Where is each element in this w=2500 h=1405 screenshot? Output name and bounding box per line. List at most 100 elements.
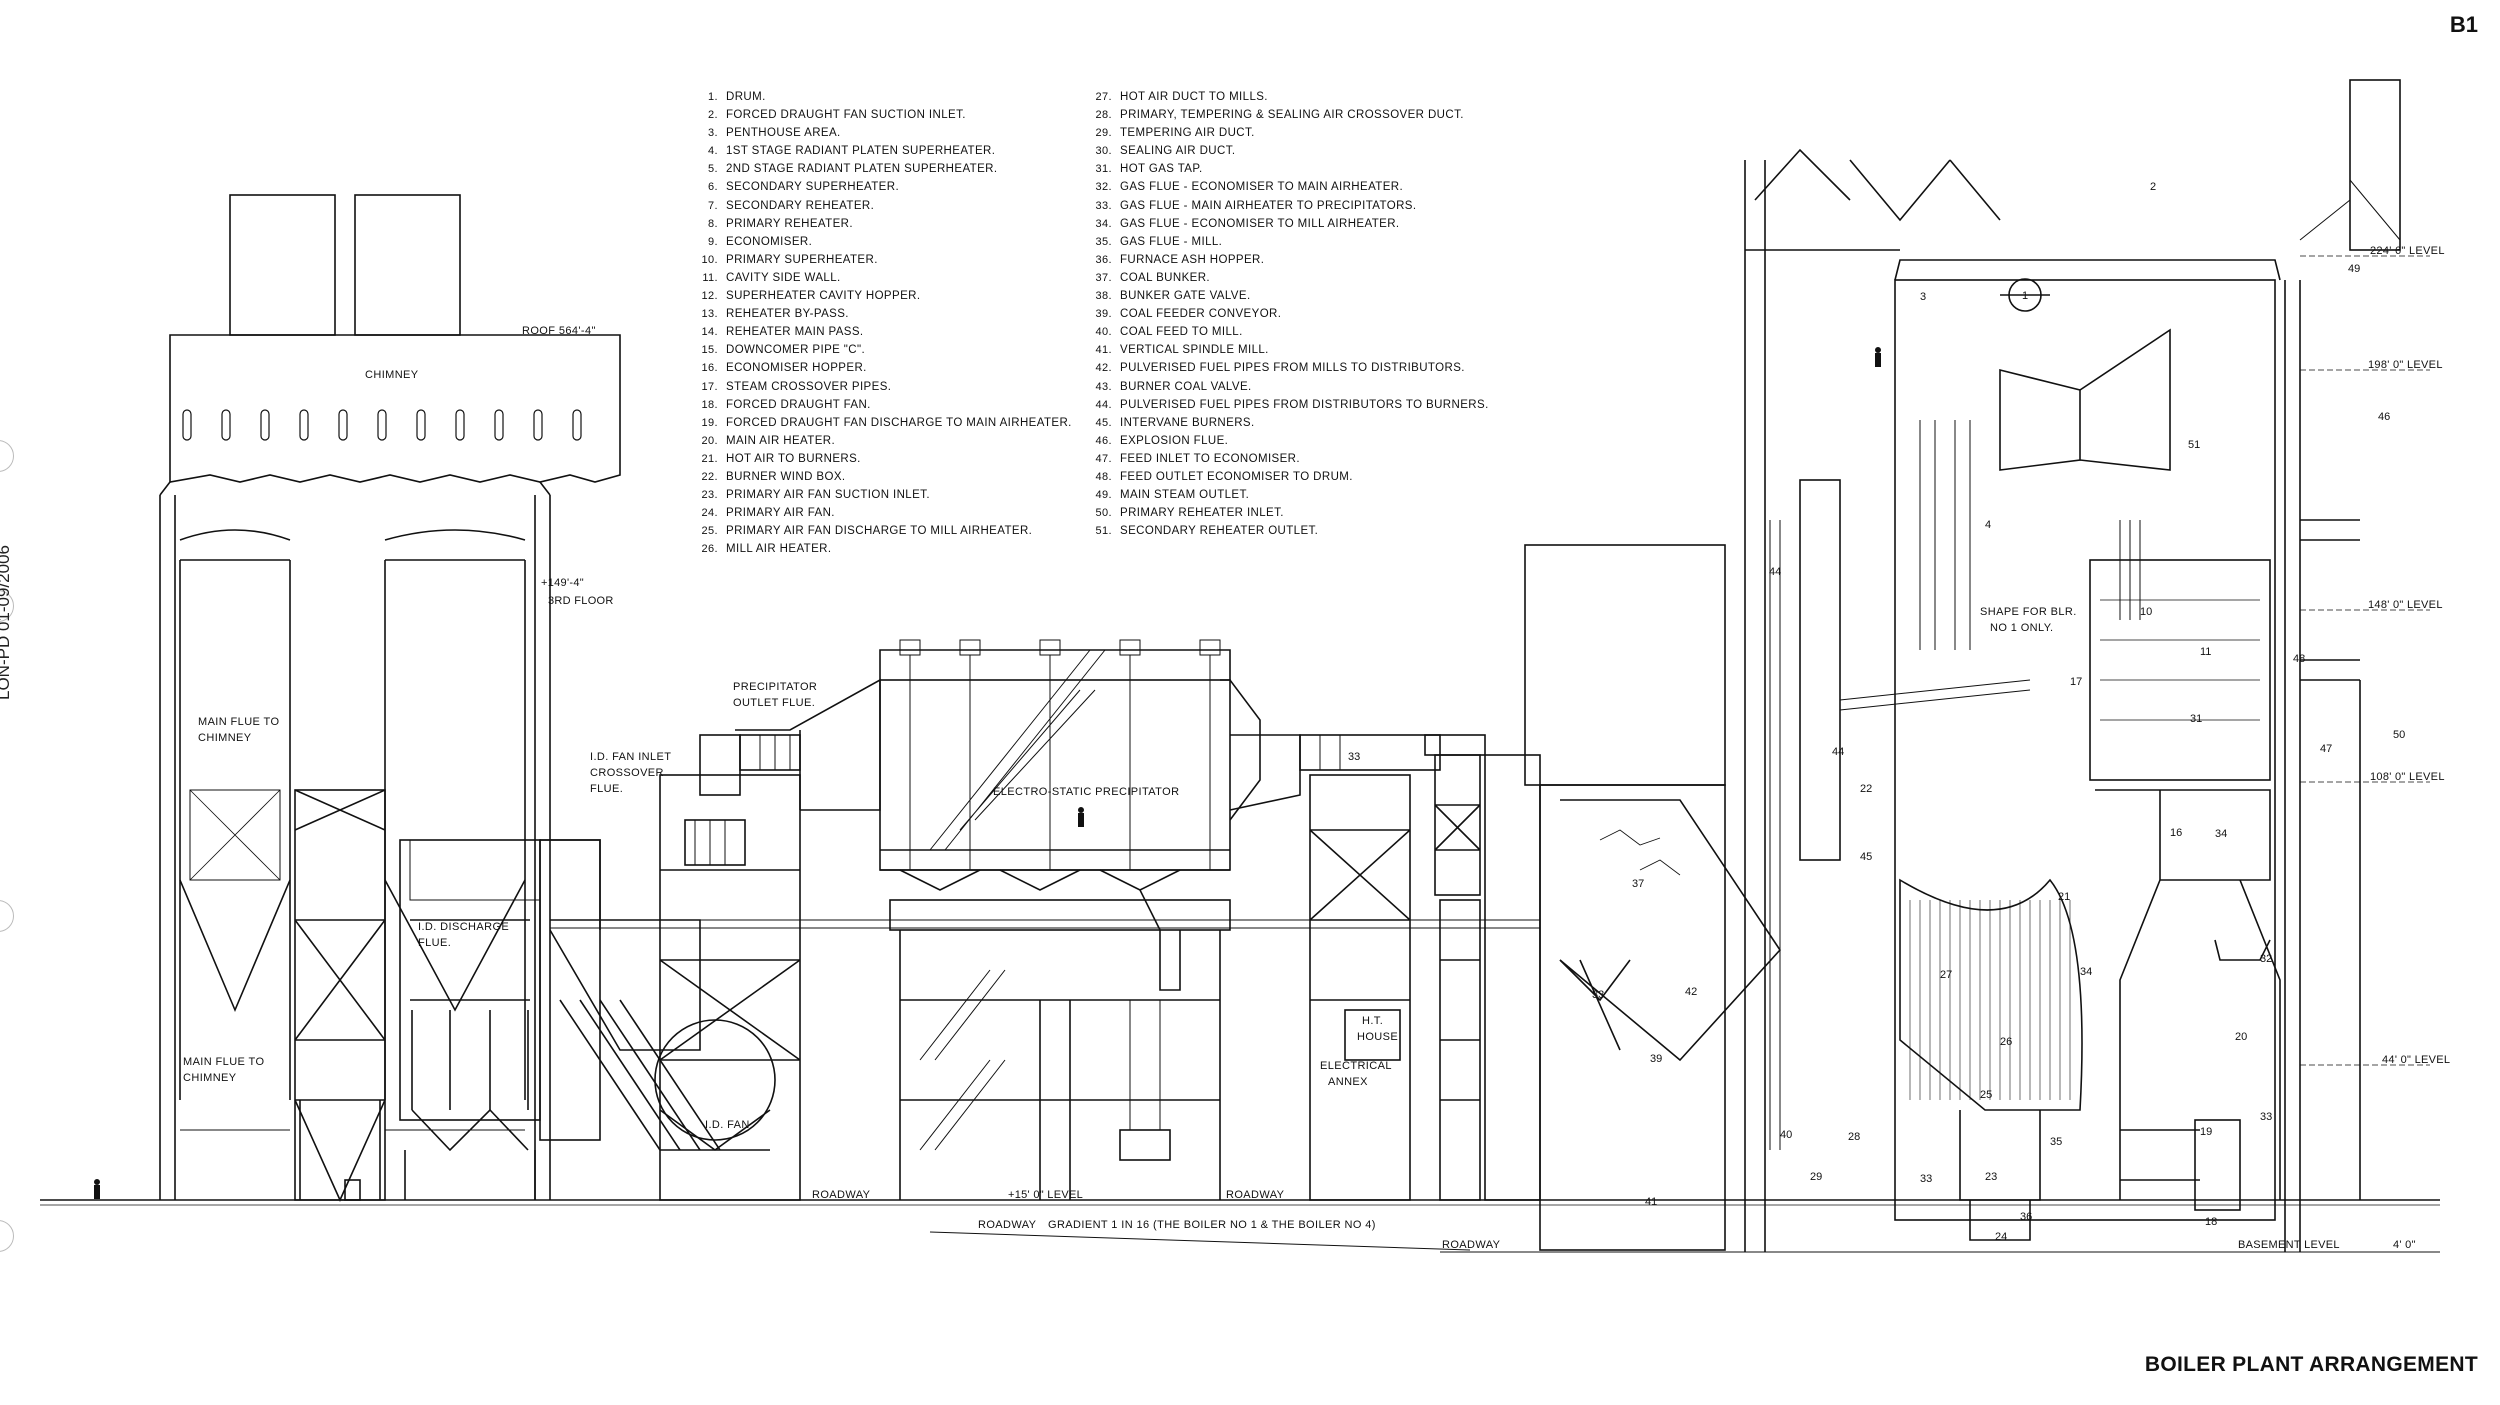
legend-item-number: 49. (1095, 489, 1112, 502)
id-discharge-label-2: FLUE. (418, 937, 451, 949)
roadway-label-1: ROADWAY (812, 1189, 871, 1201)
legend-item-number: 36. (1095, 253, 1112, 266)
svg-text:50: 50 (2393, 729, 2405, 741)
legend-item-number: 1. (708, 91, 718, 103)
legend-item: 28.PRIMARY, TEMPERING & SEALING AIR CROS… (1090, 106, 1489, 124)
svg-text:24: 24 (1995, 1231, 2007, 1243)
legend-item: 12. SUPERHEATER CAVITY HOPPER. (696, 287, 1072, 305)
id-fan-inlet-label: I.D. FAN INLET (590, 751, 671, 763)
legend-item-number: 3. (708, 127, 718, 140)
legend-item-number: 42. (1095, 362, 1112, 375)
legend-item: 1. DRUM. (696, 88, 1072, 106)
legend-item: 13.REHEATER BY-PASS. (696, 305, 1072, 323)
svg-text:33: 33 (1348, 751, 1360, 763)
legend-item-text: FORCED DRAUGHT FAN SUCTION INLET. (726, 109, 966, 122)
precipitator-outlet-label: PRECIPITATOR (733, 681, 817, 693)
legend-column-left: 1. DRUM. 2. FORCED DRAUGHT FAN SUCTION INLE… (696, 88, 1072, 558)
legend-item-text: FORCED DRAUGHT FAN DISCHARGE TO MAIN AIR… (726, 416, 1072, 429)
legend-item-number: 12. (701, 290, 718, 303)
legend-item: 37.COAL BUNKER. (1090, 269, 1489, 287)
legend-item-number: 31. (1095, 163, 1112, 176)
legend-item: 32.GAS FLUE - ECONOMISER TO MAIN AIRHEAT… (1090, 178, 1489, 196)
roadway-label-2: ROADWAY (1226, 1189, 1285, 1201)
legend-item-number: 33. (1095, 199, 1112, 212)
main-flue-lower-label: MAIN FLUE TO (183, 1056, 264, 1068)
svg-text:37: 37 (1632, 878, 1644, 890)
legend-item: 31.HOT GAS TAP. (1090, 160, 1489, 178)
legend-item: 21.HOT AIR TO BURNERS. (696, 450, 1072, 468)
legend-item: 35.GAS FLUE - MILL. (1090, 233, 1489, 251)
svg-text:36: 36 (2020, 1211, 2032, 1223)
chimney (159, 194, 621, 1201)
svg-text:47: 47 (2320, 743, 2332, 755)
legend-item-text: CAVITY SIDE WALL. (726, 271, 841, 284)
main-flue-upper-label-2: CHIMNEY (198, 732, 252, 744)
svg-text:26: 26 (2000, 1036, 2012, 1048)
shape-note-label-2: NO 1 ONLY. (1990, 622, 2054, 634)
sheet-title: BOILER PLANT ARRANGEMENT (2144, 1353, 2478, 1376)
legend-item-number: 2. (708, 109, 718, 122)
legend-item-number: 15. (701, 344, 718, 357)
svg-text:39: 39 (1650, 1053, 1662, 1065)
legend-item-number: 40. (1095, 326, 1112, 339)
legend-item: 6.SECONDARY SUPERHEATER. (696, 178, 1072, 196)
level-108-label: 108' 0" LEVEL (2370, 771, 2445, 783)
legend-item-text: SUPERHEATER CAVITY HOPPER. (726, 290, 921, 303)
electrical-label-2: ANNEX (1328, 1076, 1368, 1088)
legend-item-number: 29. (1095, 127, 1112, 140)
legend-item: 23.PRIMARY AIR FAN SUCTION INLET. (696, 486, 1072, 504)
legend-item-text: MAIN AIR HEATER. (726, 434, 836, 447)
legend-item: 24.PRIMARY AIR FAN. (696, 504, 1072, 522)
legend-item-text: COAL BUNKER. (1120, 271, 1211, 284)
legend-item: 11. CAVITY SIDE WALL. (696, 269, 1072, 287)
legend-item: 14.REHEATER MAIN PASS. (696, 323, 1072, 341)
svg-text:17: 17 (2070, 676, 2082, 688)
legend-item-number: 9. (708, 235, 718, 248)
ht-house-label-2: HOUSE (1357, 1031, 1398, 1043)
third-floor-label: 3RD FLOOR (548, 595, 614, 607)
legend-item-text: PRIMARY REHEATER INLET. (1120, 507, 1284, 520)
legend-item-text: EXPLOSION FLUE. (1120, 434, 1229, 447)
svg-text:48: 48 (2293, 653, 2305, 665)
legend-item: 47.FEED INLET TO ECONOMISER. (1090, 450, 1489, 468)
legend-item-number: 30. (1095, 145, 1112, 158)
legend-item-text: PRIMARY REHEATER. (726, 217, 853, 230)
drawing-labels: ROOF 564'-4" CHIMNEY +149'-4" 3RD FLOOR … (183, 245, 2450, 1251)
legend-item-text: PENTHOUSE AREA. (726, 127, 841, 140)
legend-item-text: VERTICAL SPINDLE MILL. (1120, 344, 1269, 357)
legend-item-text: GAS FLUE - ECONOMISER TO MAIN AIRHEATER. (1120, 181, 1404, 194)
legend-item-text: DRUM. (726, 91, 766, 103)
level-198-label: 198' 0" LEVEL (2368, 359, 2443, 371)
legend-item-text: MILL AIR HEATER. (726, 543, 832, 556)
roadway-label-4: ROADWAY (1442, 1239, 1501, 1251)
boiler-house (1524, 79, 2430, 1252)
sheet-code: B1 (2449, 12, 2478, 37)
legend-item-number: 22. (701, 470, 718, 483)
legend-item-number: 19. (701, 416, 718, 429)
legend-item-number: 18. (701, 398, 718, 411)
legend-item: 39.COAL FEEDER CONVEYOR. (1090, 305, 1489, 323)
svg-text:33: 33 (1920, 1173, 1932, 1185)
legend-item-number: 20. (701, 434, 718, 447)
svg-text:28: 28 (1848, 1131, 1860, 1143)
legend-item-number: 11. (702, 271, 718, 284)
legend-column-right: 27.HOT AIR DUCT TO MILLS.28.PRIMARY, TEM… (1090, 88, 1489, 540)
legend-item-text: INTERVANE BURNERS. (1120, 416, 1255, 429)
legend-item-number: 10. (701, 253, 718, 266)
svg-text:46: 46 (2378, 411, 2390, 423)
legend-item-text: GAS FLUE - ECONOMISER TO MILL AIRHEATER. (1120, 217, 1400, 230)
svg-text:33: 33 (1592, 989, 1604, 1001)
electrostatic-precipitator (879, 639, 1441, 1200)
legend-item-text: HOT AIR DUCT TO MILLS. (1120, 91, 1268, 103)
legend-item: 8.PRIMARY REHEATER. (696, 215, 1072, 233)
svg-text:34: 34 (2080, 966, 2092, 978)
svg-text:4: 4 (1985, 519, 1991, 531)
legend-item-number: 25. (701, 525, 718, 538)
svg-text:49: 49 (2348, 263, 2360, 275)
main-flue-lower-label-2: CHIMNEY (183, 1072, 237, 1084)
legend-item: 44.PULVERISED FUEL PIPES FROM DISTRIBUTO… (1090, 396, 1489, 414)
id-discharge-structure (294, 789, 1540, 1202)
legend-item: 18.FORCED DRAUGHT FAN. (696, 396, 1072, 414)
legend-item-text: MAIN STEAM OUTLET. (1120, 489, 1250, 502)
legend-item-number: 41. (1095, 344, 1112, 357)
